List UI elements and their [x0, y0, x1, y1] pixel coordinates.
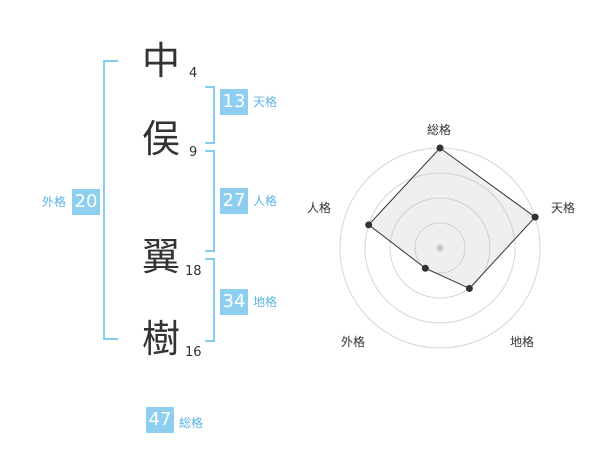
radar-ring: [414, 222, 466, 274]
radar-center: [436, 244, 444, 252]
name-char-3: 翼: [142, 235, 181, 279]
bracket-chikaku: [205, 258, 215, 342]
stroke-count-4: 16: [185, 345, 202, 360]
radar-point: [436, 144, 444, 152]
bracket-jinkaku: [205, 150, 215, 252]
tenkaku-value-badge: 13: [220, 89, 248, 115]
radar-axis-label-chikaku: 地格: [510, 335, 535, 349]
jinkaku-label: 人格: [253, 194, 278, 208]
gaikaku-label: 外格: [42, 195, 67, 209]
radar-point: [465, 284, 473, 292]
name-char-2: 俣: [142, 117, 181, 161]
radar-ring: [389, 197, 491, 299]
bracket-gaikaku: [103, 60, 118, 340]
radar-polygon: [367, 147, 536, 290]
stroke-count-2: 9: [189, 145, 198, 160]
bracket-tenkaku: [205, 86, 215, 144]
chikaku-value-badge: 34: [220, 289, 248, 315]
soukaku-label: 総格: [179, 416, 204, 430]
gaikaku-value-badge: 20: [72, 189, 100, 215]
radar-ring: [364, 172, 516, 324]
soukaku-value-badge: 47: [146, 407, 174, 433]
radar-axis-label-soukaku: 総格: [427, 123, 452, 137]
radar-axis-label-tenkaku: 天格: [551, 201, 576, 215]
stroke-count-3: 18: [185, 264, 202, 279]
radar-axis-label-jinkaku: 人格: [307, 201, 332, 215]
chikaku-label: 地格: [253, 295, 278, 309]
tenkaku-label: 天格: [253, 95, 278, 109]
name-char-1: 中: [142, 39, 181, 83]
radar-axis-label-gaikaku: 外格: [341, 335, 366, 349]
radar-point: [531, 213, 539, 221]
radar-point: [421, 264, 429, 272]
name-char-4: 樹: [142, 317, 181, 361]
radar-point: [365, 221, 373, 229]
stroke-count-1: 4: [189, 66, 198, 81]
jinkaku-value-badge: 27: [220, 188, 248, 214]
